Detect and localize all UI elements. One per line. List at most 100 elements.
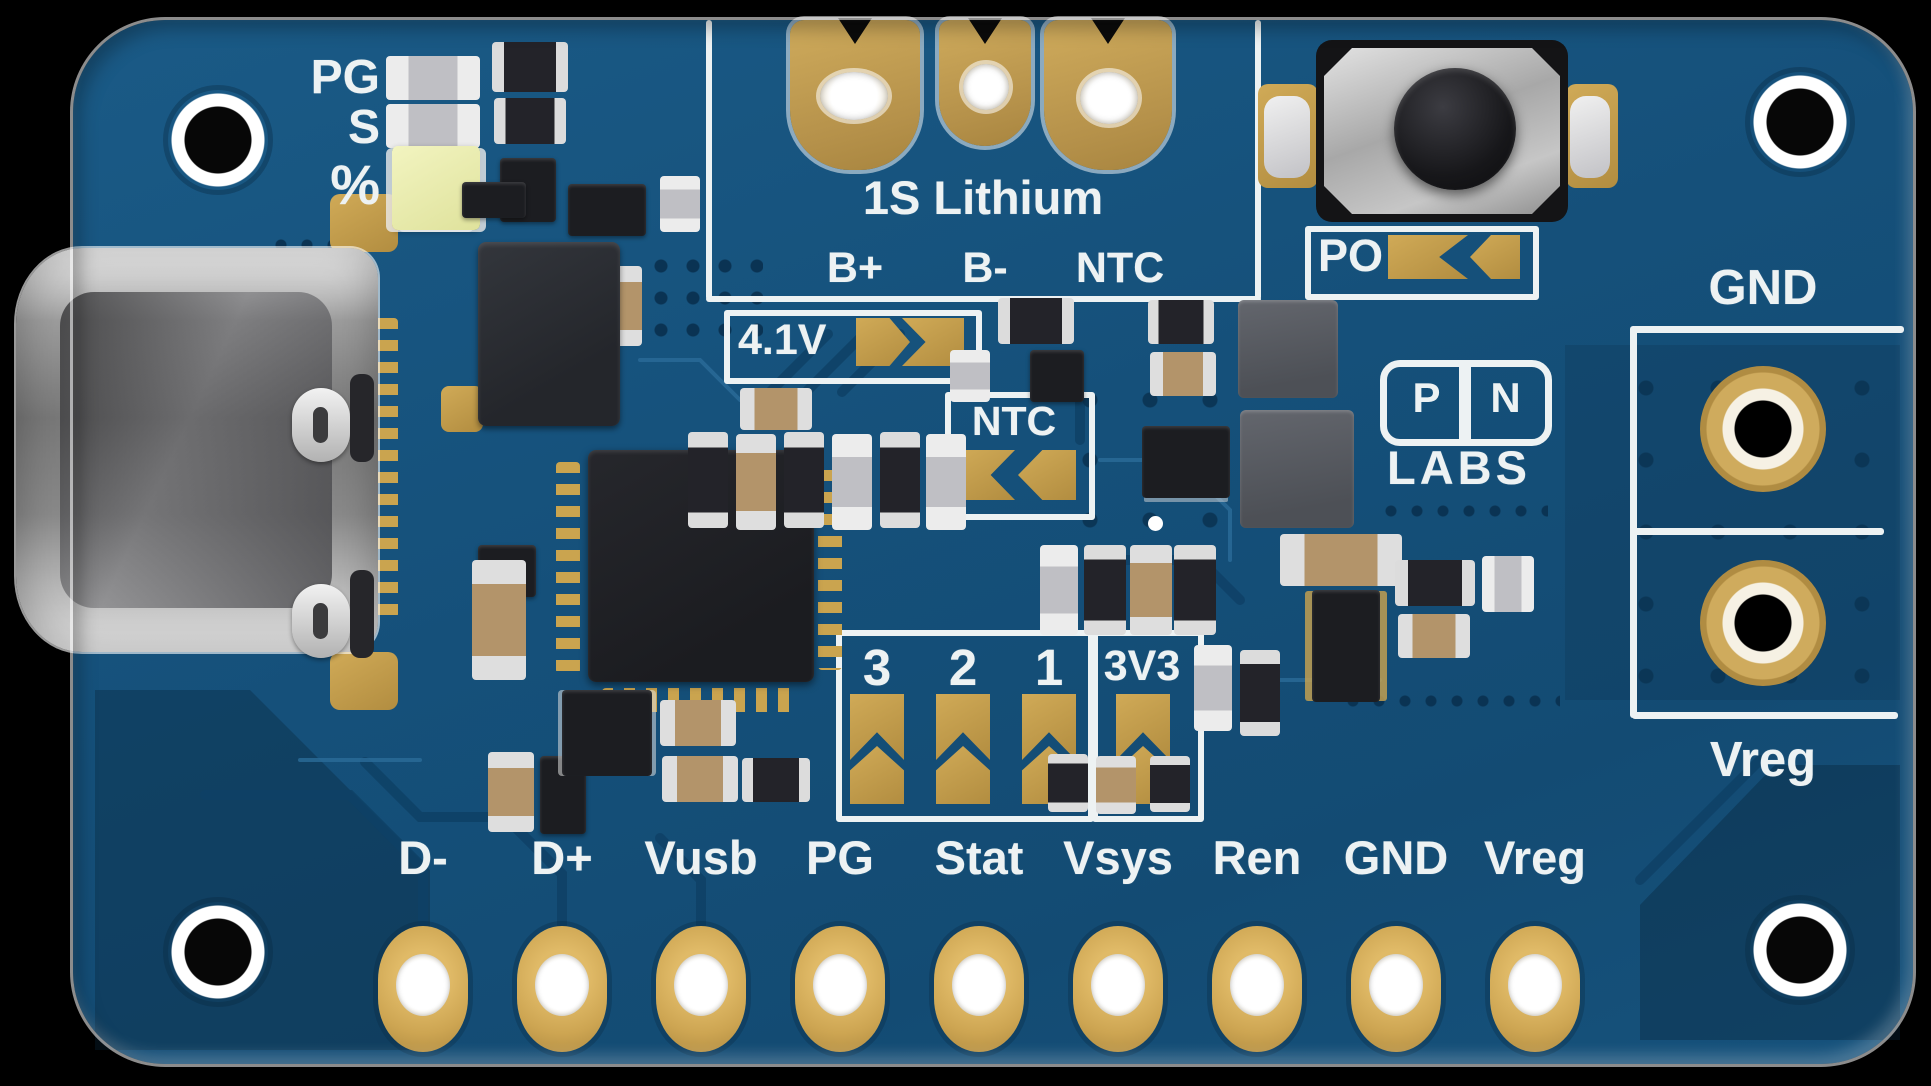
smd-capacitor bbox=[660, 176, 700, 232]
usb-latch-slot bbox=[350, 374, 374, 462]
pin-pad-vusb bbox=[656, 926, 746, 1052]
battery-title: 1S Lithium bbox=[862, 171, 1104, 224]
pin-label-vusb: Vusb bbox=[644, 831, 758, 884]
breakout-box-line bbox=[1630, 326, 1637, 718]
smd-capacitor bbox=[832, 434, 872, 530]
battery-pad-bminus bbox=[939, 18, 1031, 146]
smd-resistor bbox=[784, 432, 824, 528]
smd-resistor bbox=[880, 432, 920, 528]
via-row bbox=[1378, 498, 1548, 524]
pin-label-dminus: D- bbox=[398, 831, 448, 884]
pin-pad-pg bbox=[795, 926, 885, 1052]
pin-pad-dplus bbox=[517, 926, 607, 1052]
smd-capacitor bbox=[662, 756, 738, 802]
smd-capacitor bbox=[1040, 545, 1078, 635]
smd-capacitor bbox=[1398, 614, 1470, 658]
breakout-box-line bbox=[1632, 528, 1884, 535]
smd-capacitor bbox=[1150, 352, 1216, 396]
battery-pin-bminus: B- bbox=[962, 244, 1008, 292]
battery-box-line bbox=[706, 20, 712, 300]
usb-latch-slot bbox=[350, 570, 374, 658]
battery-box-line bbox=[706, 296, 1261, 302]
smd-capacitor bbox=[660, 700, 736, 746]
voltage-jumper-box bbox=[724, 310, 982, 384]
power-mosfet bbox=[1240, 410, 1354, 528]
smd-transistor bbox=[1030, 350, 1084, 402]
pin-label-ren: Ren bbox=[1212, 831, 1302, 884]
pin-labs-logo: P N bbox=[1380, 360, 1552, 446]
breakout-box-line bbox=[1632, 326, 1904, 333]
smd-capacitor bbox=[950, 350, 990, 402]
power-mosfet bbox=[1238, 300, 1338, 398]
led-label-pg: PG bbox=[310, 51, 380, 104]
vreg-through-hole bbox=[1700, 560, 1826, 686]
mounting-hole bbox=[168, 902, 268, 1002]
soic8-ic bbox=[1312, 590, 1380, 702]
ntc-jumper-label: NTC bbox=[971, 398, 1057, 444]
pin-pad-vsys bbox=[1073, 926, 1163, 1052]
battery-pad-bplus bbox=[790, 18, 920, 170]
logo-divider bbox=[1459, 367, 1471, 439]
vreg-label: Vreg bbox=[1709, 733, 1817, 787]
power-inductor bbox=[478, 242, 620, 426]
smd-ic bbox=[1142, 426, 1230, 498]
logo-letter-n: N bbox=[1490, 374, 1521, 421]
voltage-jumper-label: 4.1V bbox=[738, 316, 827, 364]
pin-label-vreg: Vreg bbox=[1484, 831, 1586, 884]
power-off-jumper-box bbox=[1305, 226, 1539, 300]
smd-resistor bbox=[998, 298, 1074, 344]
smd-capacitor bbox=[1482, 556, 1534, 612]
smd-resistor bbox=[1395, 560, 1475, 606]
smd-resistor bbox=[1048, 754, 1088, 812]
battery-pad-ntc bbox=[1044, 18, 1172, 170]
jumper-label-3: 3 bbox=[862, 639, 892, 696]
gnd-through-hole bbox=[1700, 366, 1826, 492]
smd-capacitor bbox=[736, 434, 776, 530]
battery-pin-ntc: NTC bbox=[1075, 244, 1165, 292]
mounting-hole bbox=[1750, 72, 1850, 172]
usb-anchor-pad bbox=[330, 194, 398, 252]
jumper-label-1: 1 bbox=[1034, 639, 1064, 696]
solder-fillet bbox=[1264, 96, 1310, 178]
solder-fillet bbox=[1570, 96, 1610, 178]
smd-ic bbox=[562, 690, 652, 776]
smd-capacitor bbox=[926, 434, 966, 530]
gnd-label: GND bbox=[1708, 261, 1818, 315]
pin-label-dplus: D+ bbox=[531, 831, 593, 884]
pin-pad-dminus bbox=[378, 926, 468, 1052]
smd-resistor bbox=[1174, 545, 1216, 635]
battery-pin-bplus: B+ bbox=[826, 244, 884, 292]
pin-label-stat: Stat bbox=[934, 831, 1024, 884]
smd-resistor bbox=[1150, 756, 1190, 812]
pin-pad-stat bbox=[934, 926, 1024, 1052]
smd-ic bbox=[568, 184, 646, 236]
mounting-hole bbox=[168, 90, 268, 190]
jumper-label-2: 2 bbox=[948, 639, 978, 696]
breakout-box-line bbox=[1632, 712, 1898, 719]
current-select-box bbox=[836, 630, 1094, 822]
led-label-stat: S bbox=[347, 101, 380, 154]
pin-label-vsys: Vsys bbox=[1063, 831, 1173, 884]
push-button-actuator bbox=[1394, 68, 1516, 190]
smd-resistor bbox=[1240, 650, 1280, 736]
usb-shell-texture bbox=[60, 292, 332, 608]
smd-capacitor bbox=[1130, 545, 1172, 635]
logo-labs: LABS bbox=[1387, 441, 1531, 494]
smd-capacitor bbox=[472, 560, 526, 680]
smd-resistor bbox=[494, 98, 566, 144]
power-off-label: PO bbox=[1318, 230, 1384, 281]
usb-dimple bbox=[292, 388, 350, 462]
smd-resistor bbox=[492, 42, 568, 92]
smd-capacitor bbox=[488, 752, 534, 832]
smd-capacitor bbox=[740, 388, 812, 430]
pin-label-pg: PG bbox=[806, 831, 874, 884]
logo-letter-p: P bbox=[1412, 374, 1441, 421]
pin-pad-vreg bbox=[1490, 926, 1580, 1052]
qfn-pads-left bbox=[556, 462, 580, 674]
jumper-label-3v3: 3V3 bbox=[1103, 642, 1181, 690]
smd-resistor bbox=[1084, 545, 1126, 635]
pin1-marker bbox=[1148, 516, 1163, 531]
pin-label-gnd: GND bbox=[1343, 831, 1449, 884]
usb-c-connector bbox=[16, 248, 378, 658]
